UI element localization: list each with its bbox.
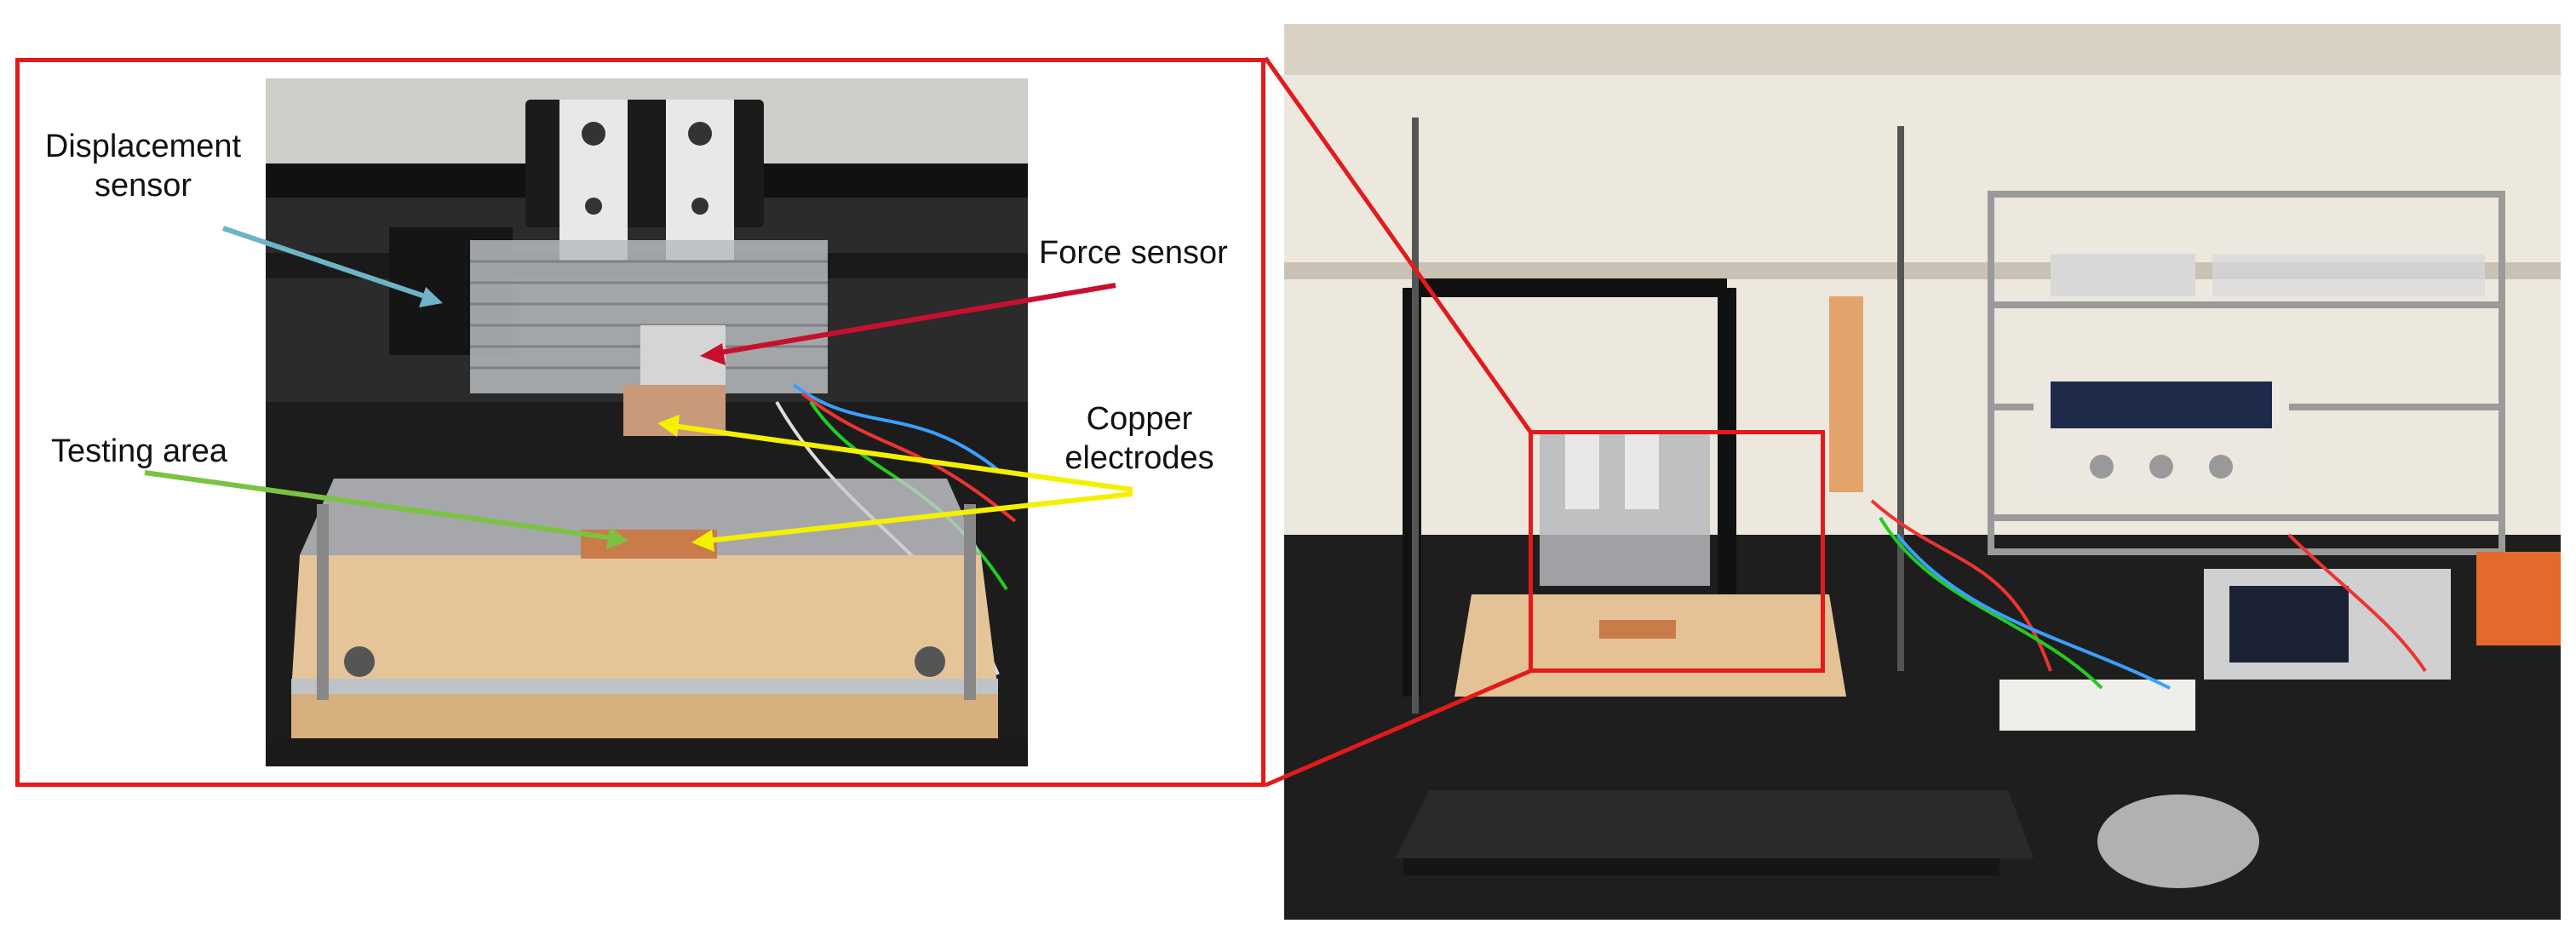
- copper-electrodes-label: Copper electrodes: [1064, 401, 1214, 476]
- overview-photo: [1284, 24, 2561, 920]
- testing-area-label: Testing area: [51, 433, 228, 469]
- displacement-sensor-label: Displacement sensor: [44, 129, 242, 204]
- displacement-sensor-arrow: [222, 226, 443, 307]
- copper-electrodes-arrows: [657, 415, 1133, 552]
- force-sensor-label: Force sensor: [1039, 235, 1228, 271]
- testing-area-arrow: [144, 470, 628, 549]
- closeup-photo: [266, 78, 1028, 766]
- force-sensor-arrow: [700, 283, 1116, 365]
- highlight-box: [1529, 430, 1825, 673]
